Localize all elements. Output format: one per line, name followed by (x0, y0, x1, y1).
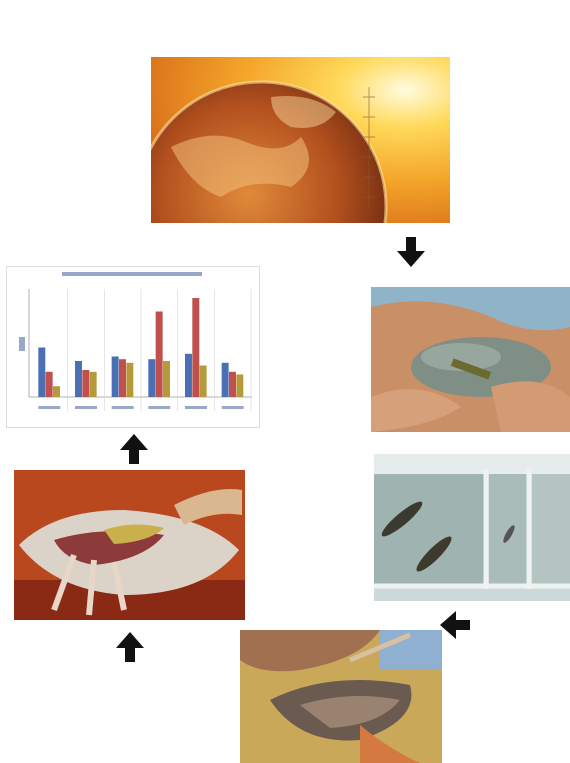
chart-bar (119, 359, 126, 397)
fish-cutting-image (240, 630, 442, 763)
chart-title-blur (62, 272, 202, 276)
category-label-blur (38, 406, 61, 409)
chart-bar (53, 386, 60, 397)
arrow-left-icon (438, 608, 472, 642)
chart-bar (148, 359, 156, 397)
category-label-blur (111, 406, 134, 409)
bar-chart-image (6, 266, 260, 428)
ylabel-blur (19, 337, 25, 351)
chart-bar (155, 311, 163, 397)
category-label-blur (75, 406, 97, 409)
chart-bar (111, 356, 119, 397)
arrow-up-icon (117, 432, 151, 466)
chart-bar (229, 371, 236, 397)
arrow-up-icon (113, 630, 147, 664)
arrow-down-icon (394, 235, 428, 269)
chart-bar (236, 374, 244, 397)
chart-bar (45, 371, 53, 397)
category-label-blur (221, 406, 244, 409)
chart-bar (38, 347, 46, 397)
earth-heat-image (151, 57, 450, 223)
chart-bar (221, 362, 229, 397)
category-label-blur (148, 406, 171, 409)
chart-bar (82, 370, 90, 397)
bar-chart (19, 272, 252, 411)
fish-dissection-image (14, 470, 245, 620)
chart-bar (185, 353, 192, 397)
chart-bar (199, 365, 207, 397)
hands-holding-fish-image (371, 287, 570, 432)
chart-bar (75, 361, 82, 397)
category-label-blur (185, 406, 207, 409)
chart-bar (126, 362, 134, 397)
chart-bar (192, 298, 200, 397)
fish-in-tanks-image (374, 454, 570, 601)
chart-bar (163, 361, 170, 397)
chart-bar (89, 371, 97, 397)
